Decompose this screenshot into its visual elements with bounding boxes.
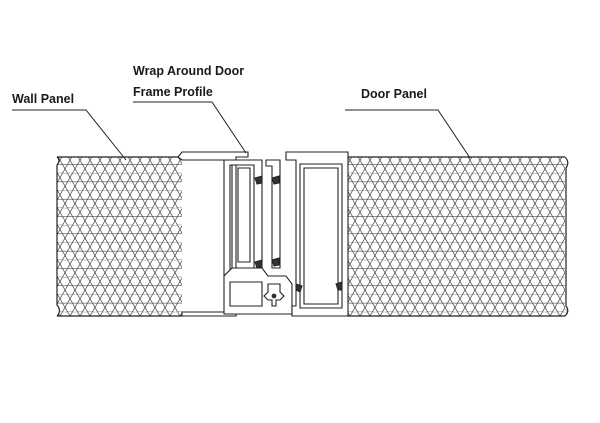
leader-door-panel <box>345 109 471 159</box>
label-wall-panel-group: Wall Panel <box>12 92 127 161</box>
wrap-around-frame-profile <box>177 151 293 317</box>
label-profile-line2: Frame Profile <box>133 85 213 99</box>
wall-panel <box>56 156 182 317</box>
label-door-panel-group: Door Panel <box>345 87 471 159</box>
door-edge-profile <box>285 151 349 317</box>
leader-wall-panel <box>12 109 127 161</box>
leader-profile <box>133 101 247 154</box>
door-gasket <box>263 283 285 307</box>
label-wall-panel: Wall Panel <box>12 92 74 106</box>
door-panel <box>347 156 569 317</box>
label-profile-group: Wrap Around Door Frame Profile <box>133 64 247 154</box>
label-profile-line1: Wrap Around Door <box>133 64 244 78</box>
label-door-panel: Door Panel <box>361 87 427 101</box>
